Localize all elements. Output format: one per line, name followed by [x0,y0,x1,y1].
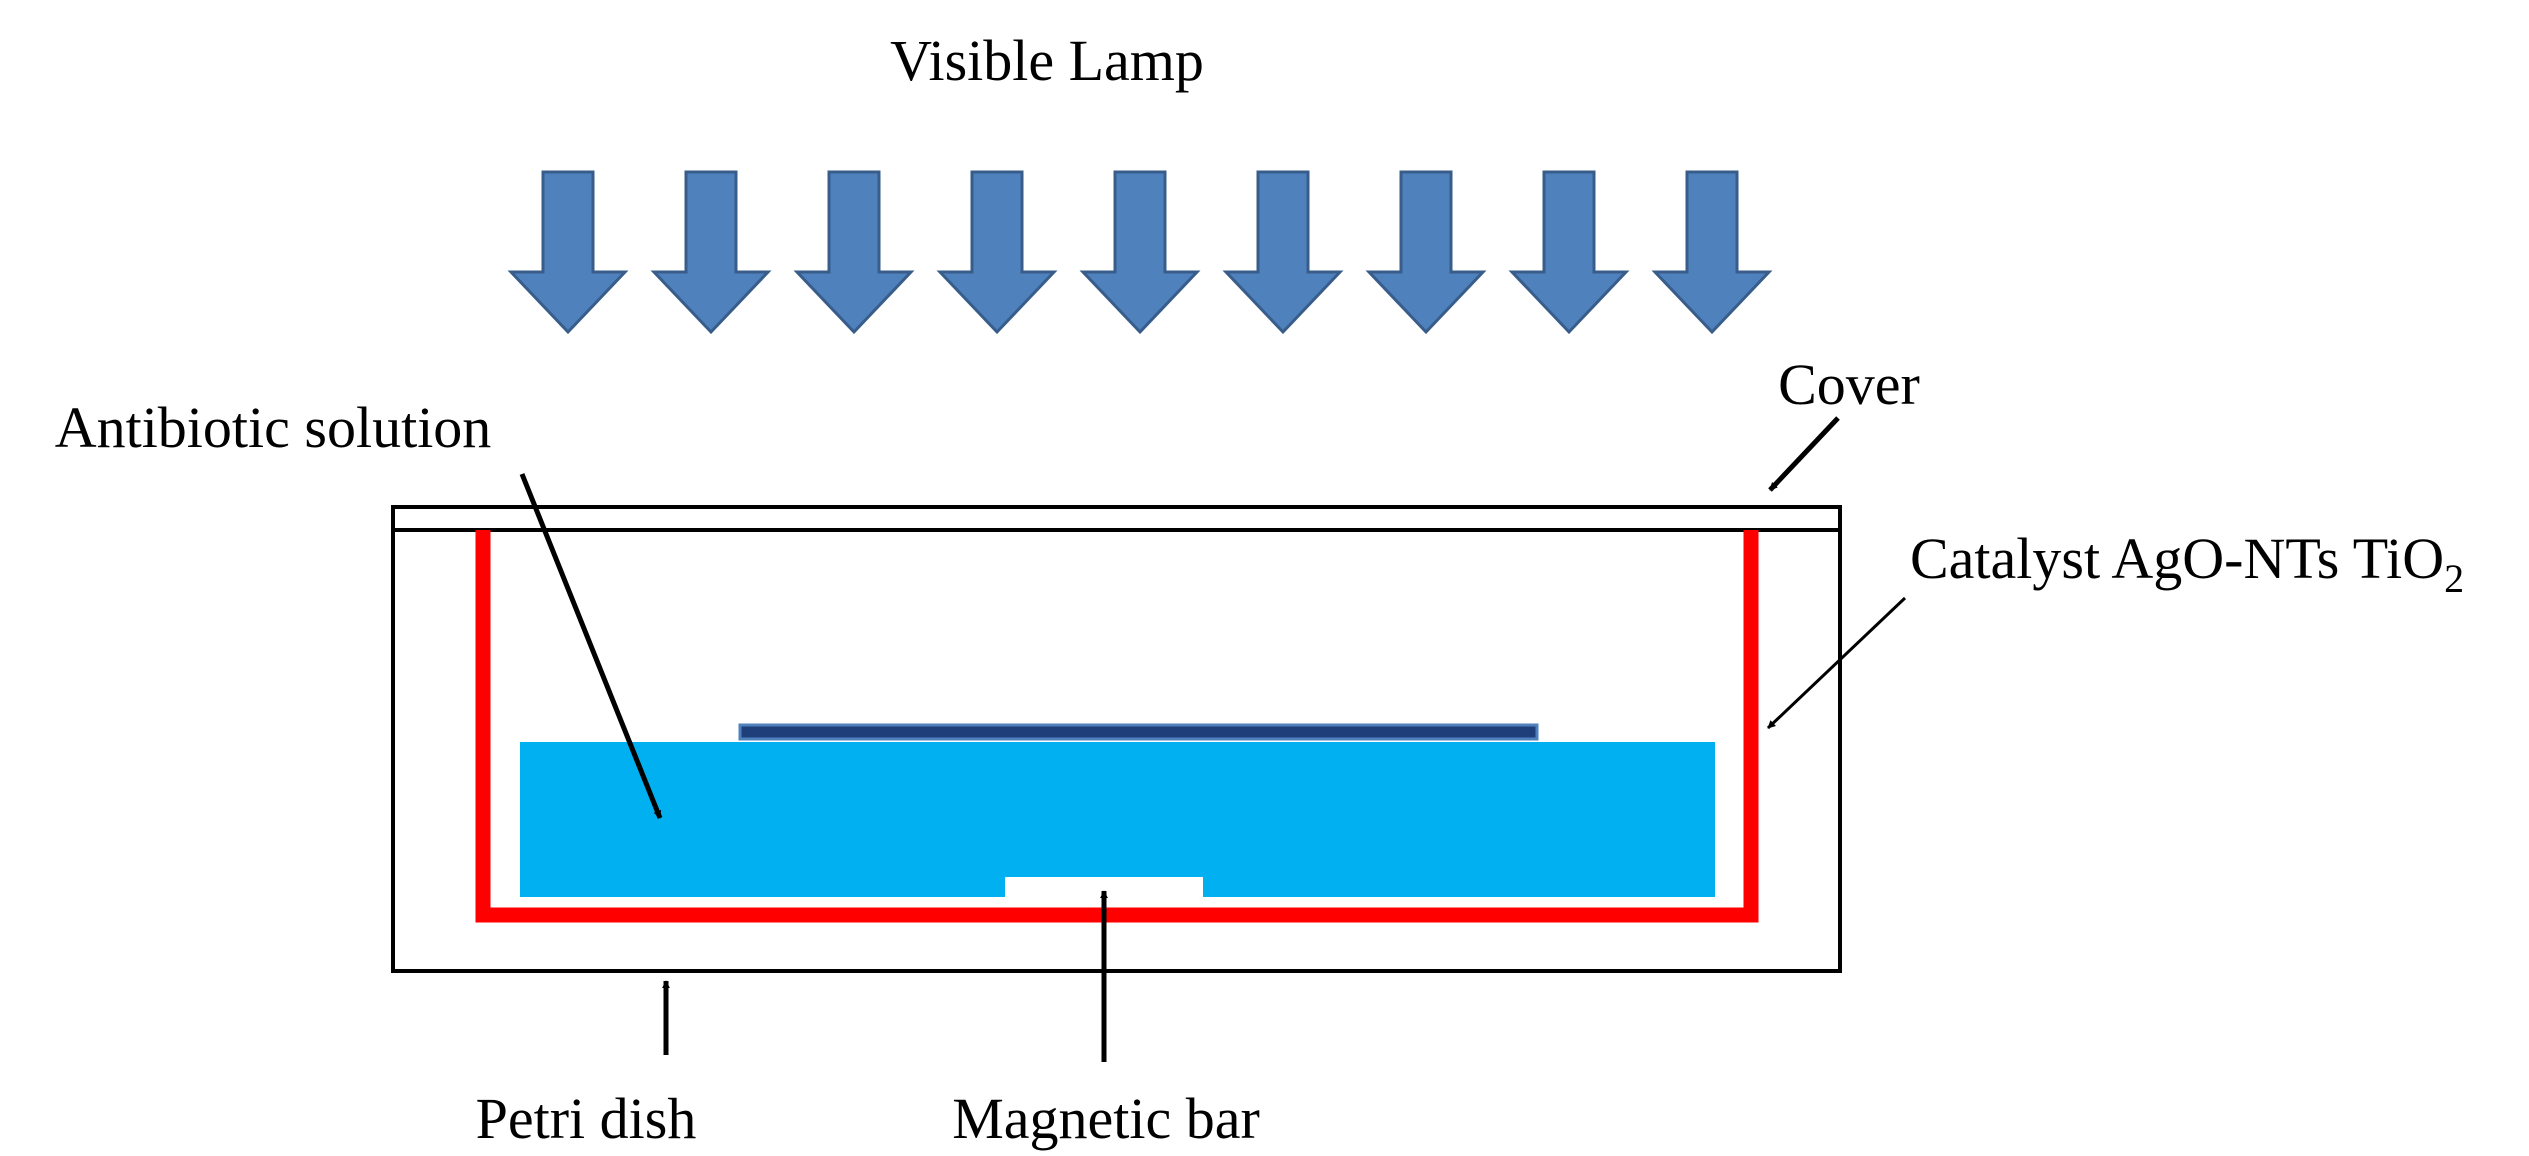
lamp-arrows [507,170,1773,335]
cover-label: Cover [1778,352,1920,417]
petri-dish-label: Petri dish [476,1086,697,1151]
catalyst-layer [475,530,1759,923]
lamp-arrow-icon [650,170,772,335]
lamp-arrow-icon [1651,170,1773,335]
magnetic-bar-label: Magnetic bar [952,1086,1260,1151]
antibiotic-solution-label: Antibiotic solution [55,395,492,460]
surface-film [738,723,1539,741]
lamp-arrow-icon [936,170,1058,335]
catalyst-pointer-arrow [1766,596,1907,730]
visible-lamp-label: Visible Lamp [890,28,1204,93]
catalyst-label: Catalyst AgO-NTs TiO2 [1910,526,2464,601]
lamp-arrow-icon [793,170,915,335]
antibiotic-solution-pointer-arrow [519,473,663,819]
cover-pointer-arrow [1768,416,1840,492]
lamp-arrow-icon [1365,170,1487,335]
lamp-arrow-icon [1508,170,1630,335]
magnetic-bar [1005,877,1203,899]
antibiotic-solution [520,742,1715,897]
lamp-arrow-icon [507,170,629,335]
cover [391,505,1842,532]
lamp-arrow-icon [1222,170,1344,335]
lamp-arrow-icon [1079,170,1201,335]
catalyst-label-subscript: 2 [2444,556,2464,601]
catalyst-label-main: Catalyst AgO-NTs TiO [1910,526,2444,591]
